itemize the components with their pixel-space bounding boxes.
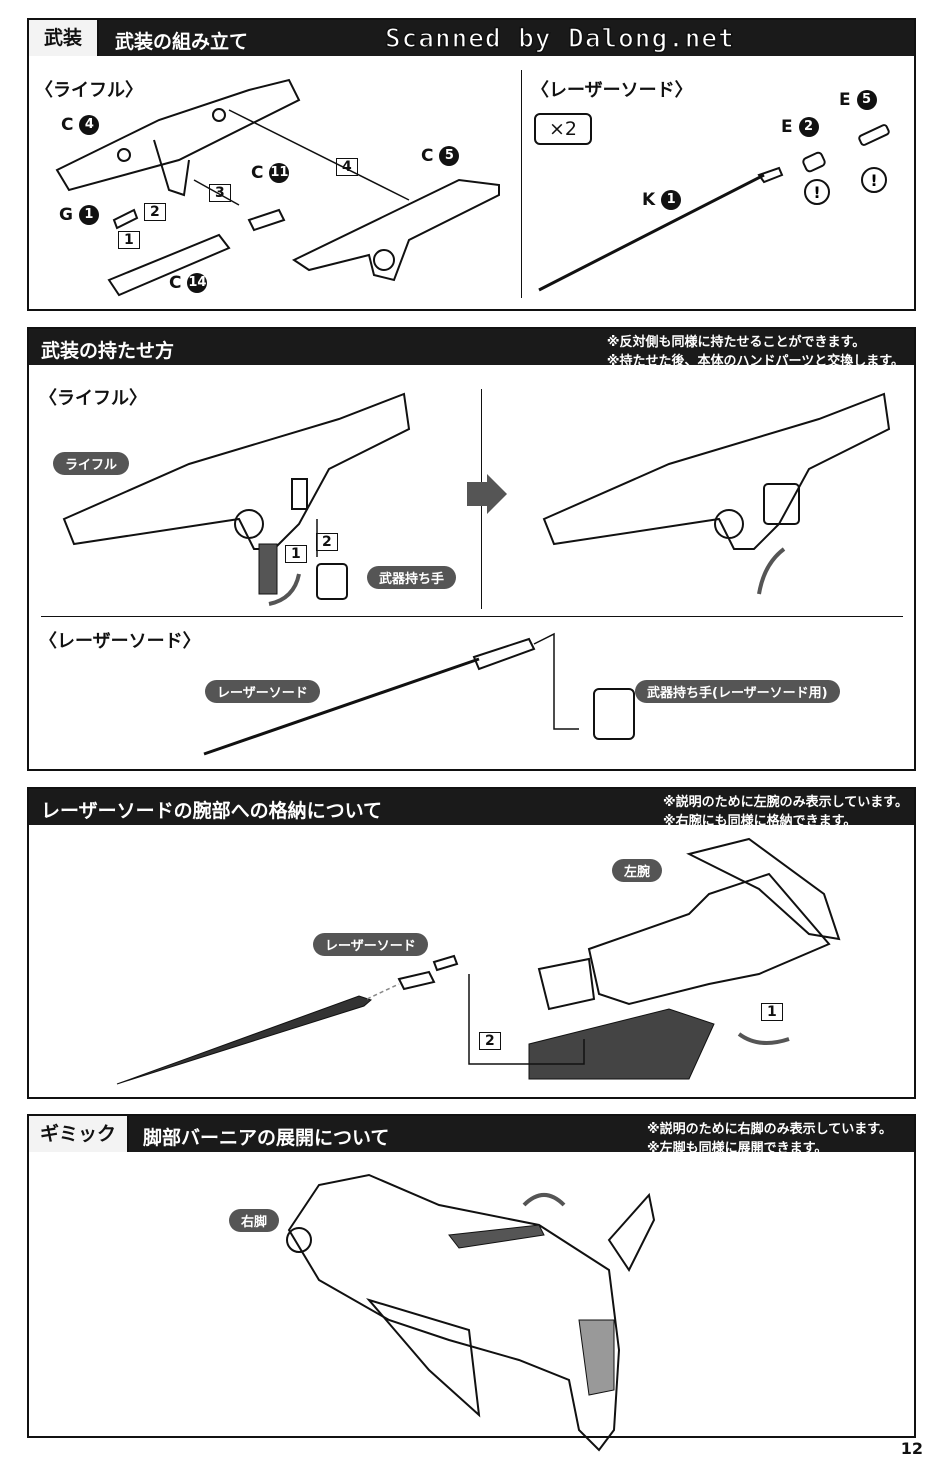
rifle-hold-drawing xyxy=(62,392,411,606)
quantity-badge: ×2 xyxy=(534,113,592,145)
section-tag: 武装 xyxy=(29,20,99,56)
saber-hand-label: 武器持ち手(レーザーソード用) xyxy=(635,680,840,703)
part-letter: G xyxy=(59,205,73,225)
page-number: 12 xyxy=(900,1439,923,1458)
step-marker: 4 xyxy=(336,158,358,176)
step-marker: 3 xyxy=(209,184,231,202)
part-number: 1 xyxy=(661,190,682,210)
next-arrow-icon xyxy=(467,474,507,514)
note-line: ※説明のために左腕のみ表示しています。 xyxy=(663,795,908,810)
part-letter: C xyxy=(251,163,264,183)
section-header: 武装の持たせ方 ※反対側も同様に持たせることができます。 ※持たせた後、本体のハ… xyxy=(29,329,914,369)
note-line: ※反対側も同様に持たせることができます。 xyxy=(606,335,866,350)
svg-text:!: ! xyxy=(813,183,820,202)
step-marker: 1 xyxy=(285,545,307,563)
note-line: ※左脚も同様に展開できます。 xyxy=(647,1141,828,1156)
section-weapon-assembly: 武装 武装の組み立て 〈ライフル〉 〈レーザーソード〉 ×2 C 4 C 5 C… xyxy=(27,18,916,311)
note-line: ※説明のために右脚のみ表示しています。 xyxy=(647,1122,892,1137)
part-number: 2 xyxy=(798,117,819,137)
rifle-heading: 〈ライフル〉 xyxy=(39,388,147,409)
part-letter: E xyxy=(781,117,793,137)
part-letter: K xyxy=(642,190,656,210)
svg-text:!: ! xyxy=(870,171,877,190)
leg-label: 右脚 xyxy=(229,1209,280,1232)
section-title: 武装の持たせ方 xyxy=(41,340,175,362)
saber-label: レーザーソード xyxy=(313,933,428,956)
rifle-heading: 〈ライフル〉 xyxy=(35,80,143,101)
section-tag: ギミック xyxy=(29,1116,129,1152)
section-note: ※説明のために右脚のみ表示しています。 ※左脚も同様に展開できます。 xyxy=(647,1118,892,1156)
section-leg-thruster: ギミック 脚部バーニアの展開について ※説明のために右脚のみ表示しています。 ※… xyxy=(27,1114,916,1452)
part-letter: C xyxy=(169,273,182,293)
section-note: ※説明のために左腕のみ表示しています。 ※右腕にも同様に格納できます。 xyxy=(663,791,908,829)
watermark: Scanned by Dalong.net xyxy=(384,23,735,55)
arm-label: 左腕 xyxy=(612,859,663,882)
section-saber-storage: レーザーソードの腕部への格納について ※説明のために左腕のみ表示しています。 ※… xyxy=(27,787,916,1099)
part-number: 5 xyxy=(439,146,460,166)
step-marker: 2 xyxy=(144,203,166,221)
part-number: 4 xyxy=(79,115,100,135)
step-marker: 1 xyxy=(761,1003,783,1021)
rifle-parts-drawing xyxy=(55,78,500,297)
saber-heading: 〈レーザーソード〉 xyxy=(531,80,693,101)
part-letter: C xyxy=(61,115,74,135)
part-letter: E xyxy=(839,90,851,110)
part-letter: C xyxy=(421,146,434,166)
hand-label: 武器持ち手 xyxy=(367,566,457,589)
part-label-c4: C 4 xyxy=(61,115,100,135)
divider xyxy=(41,616,903,617)
saber-parts-drawing: ! ! xyxy=(538,124,890,292)
part-number: 14 xyxy=(187,273,208,293)
part-label-c5: C 5 xyxy=(421,146,460,166)
section-header: 武装 武装の組み立て xyxy=(29,20,914,56)
part-label-e5: E 5 xyxy=(839,90,877,110)
part-number: 5 xyxy=(856,90,877,110)
rifle-label: ライフル xyxy=(53,452,130,475)
divider xyxy=(521,70,522,298)
part-number: 11 xyxy=(269,163,290,183)
part-number: 1 xyxy=(78,205,99,225)
part-label-c14: C 14 xyxy=(169,273,208,293)
section-header: ギミック 脚部バーニアの展開について ※説明のために右脚のみ表示しています。 ※… xyxy=(29,1116,914,1156)
saber-hold-drawing xyxy=(203,632,635,756)
arm-storage-drawing xyxy=(116,837,841,1085)
part-label-k1: K 1 xyxy=(642,190,682,210)
note-line: ※右腕にも同様に格納できます。 xyxy=(663,814,857,829)
step-marker: 2 xyxy=(479,1032,501,1050)
note-line: ※持たせた後、本体のハンドパーツと交換します。 xyxy=(606,354,904,369)
section-title: レーザーソードの腕部への格納について xyxy=(41,800,383,822)
section-note: ※反対側も同様に持たせることができます。 ※持たせた後、本体のハンドパーツと交換… xyxy=(607,331,904,369)
part-label-g1: G 1 xyxy=(59,205,99,225)
section-weapon-holding: 武装の持たせ方 ※反対側も同様に持たせることができます。 ※持たせた後、本体のハ… xyxy=(27,327,916,771)
saber-heading: 〈レーザーソード〉 xyxy=(39,631,201,652)
part-label-c11: C 11 xyxy=(251,163,290,183)
section-title: 脚部バーニアの展開について xyxy=(143,1127,390,1149)
section-title: 武装の組み立て xyxy=(115,31,249,53)
part-label-e2: E 2 xyxy=(781,117,819,137)
section-header: レーザーソードの腕部への格納について ※説明のために左腕のみ表示しています。 ※… xyxy=(29,789,914,829)
rifle-held-drawing xyxy=(542,392,891,595)
leg-thruster-drawing xyxy=(286,1173,656,1452)
saber-label: レーザーソード xyxy=(205,680,320,703)
step-marker: 1 xyxy=(118,231,140,249)
